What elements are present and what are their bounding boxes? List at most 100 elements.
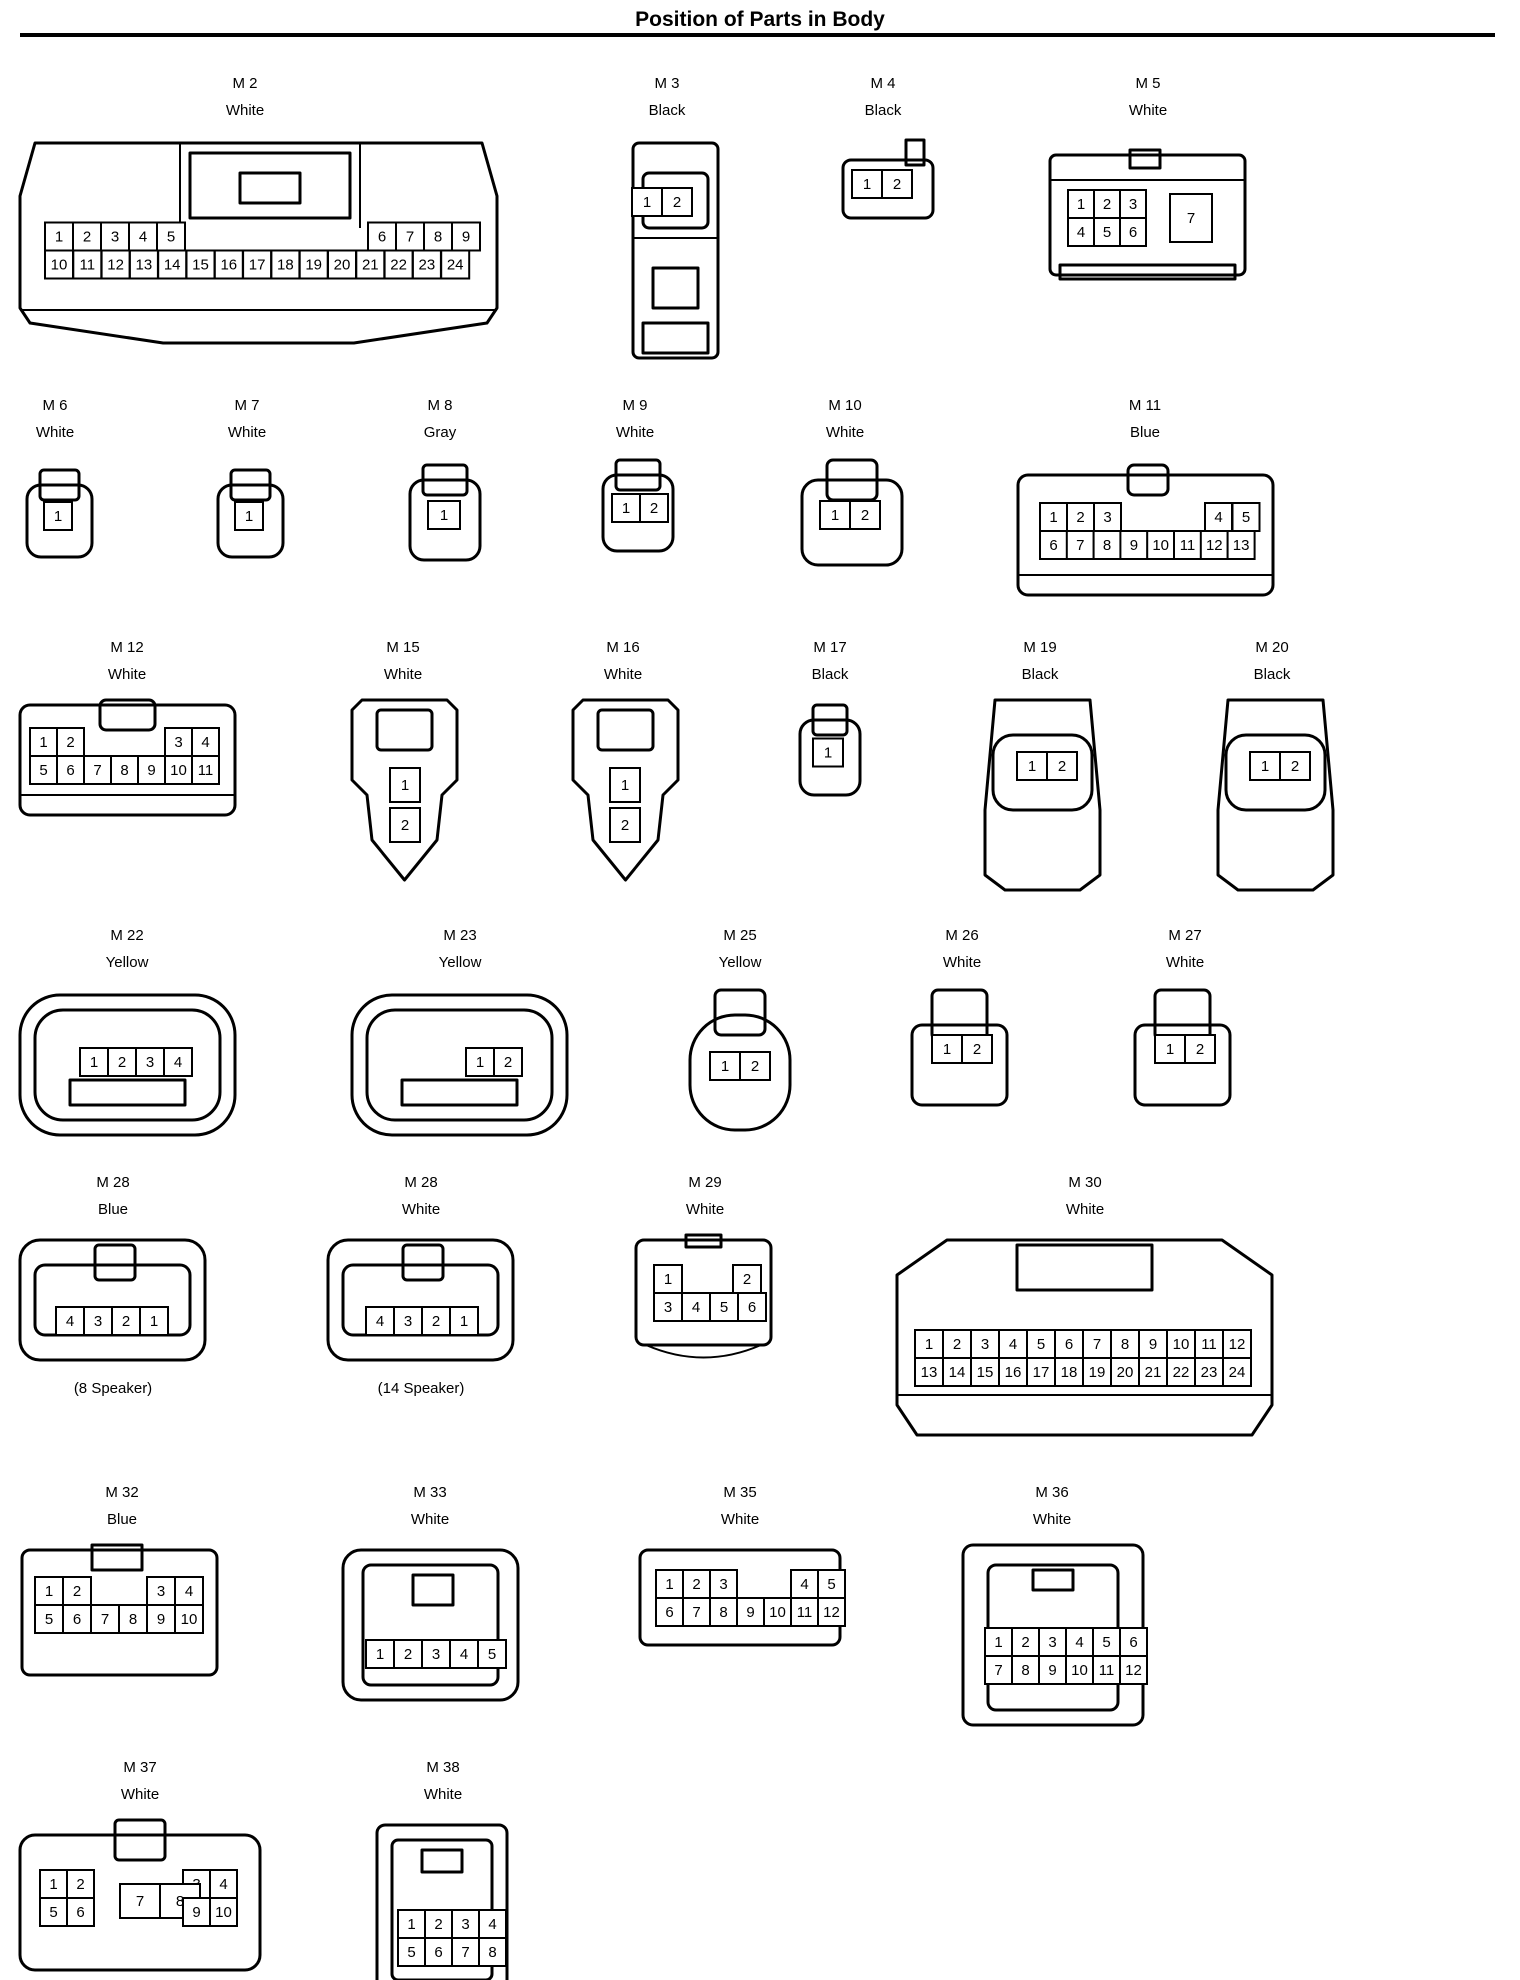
pin-number: 5 bbox=[167, 229, 175, 246]
pin-cell: 7 bbox=[395, 221, 425, 252]
pin-number: 19 bbox=[1089, 1364, 1106, 1381]
pin-cell: 1 bbox=[449, 1306, 479, 1336]
pin-cell: 11 bbox=[1092, 1655, 1121, 1685]
connector-color: White bbox=[411, 1511, 449, 1528]
pin-number: 10 bbox=[1152, 537, 1169, 554]
pin-number: 8 bbox=[129, 1611, 137, 1628]
connector-color: White bbox=[226, 102, 264, 119]
connector-body bbox=[634, 1233, 773, 1359]
pin-number: 1 bbox=[150, 1313, 158, 1330]
pin-number: 3 bbox=[664, 1299, 672, 1316]
pin-cell: 3 bbox=[164, 727, 193, 757]
pin-number: 2 bbox=[1021, 1634, 1029, 1651]
pin-number: 1 bbox=[1166, 1041, 1174, 1058]
pin-cell: 1 bbox=[44, 221, 74, 252]
pin-cell: 4 bbox=[1204, 502, 1233, 532]
pin-cell: 1 bbox=[631, 187, 663, 217]
pin-number: 1 bbox=[622, 500, 630, 517]
pin-number: 4 bbox=[1009, 1336, 1017, 1353]
pin-number: 4 bbox=[1077, 224, 1085, 241]
pin-number: 6 bbox=[748, 1299, 756, 1316]
connector-id: M 16 bbox=[606, 639, 639, 656]
pin-cell: 3 bbox=[1119, 189, 1147, 219]
pin-cell: 19 bbox=[298, 249, 329, 280]
pin-cell: 8 bbox=[709, 1597, 738, 1627]
pin-cell: 3 bbox=[393, 1306, 423, 1336]
pin-cell: 23 bbox=[411, 249, 442, 280]
connector-id: M 27 bbox=[1168, 927, 1201, 944]
pin-cell: 1 bbox=[427, 500, 461, 530]
pin-number: 2 bbox=[404, 1646, 412, 1663]
pin-cell: 5 bbox=[1026, 1329, 1056, 1359]
pin-cell: 2 bbox=[107, 1047, 137, 1077]
pin-number: 2 bbox=[1058, 758, 1066, 775]
connector-color: Black bbox=[649, 102, 686, 119]
pin-cell: 1 bbox=[611, 493, 641, 523]
pin-cell: 1 bbox=[39, 1869, 68, 1899]
pin-cell: 3 bbox=[135, 1047, 165, 1077]
pin-cell: 4 bbox=[174, 1576, 204, 1606]
pin-cell: 10 bbox=[1146, 530, 1176, 560]
connector-body bbox=[25, 468, 94, 559]
pin-number: 24 bbox=[1229, 1364, 1246, 1381]
connector-id: M 11 bbox=[1129, 397, 1161, 414]
connector-body bbox=[326, 1238, 515, 1362]
pin-cell: 21 bbox=[1138, 1357, 1168, 1387]
pin-number: 7 bbox=[994, 1662, 1002, 1679]
pin-cell: 12 bbox=[100, 249, 131, 280]
pin-number: 21 bbox=[362, 257, 379, 274]
pin-number: 2 bbox=[1076, 509, 1084, 526]
pin-cell: 7 bbox=[1065, 530, 1095, 560]
pin-number: 8 bbox=[1103, 537, 1111, 554]
pin-cell: 11 bbox=[1173, 530, 1202, 560]
pin-cell: 1 bbox=[609, 767, 641, 803]
pin-cell: 9 bbox=[1119, 530, 1149, 560]
pin-cell: 2 bbox=[609, 807, 641, 843]
pin-number: 19 bbox=[305, 257, 322, 274]
pin-number: 9 bbox=[1130, 537, 1138, 554]
connector-body bbox=[216, 468, 285, 559]
pin-cell: 11 bbox=[1194, 1329, 1224, 1359]
pin-cell: 20 bbox=[1110, 1357, 1140, 1387]
pin-number: 9 bbox=[462, 229, 470, 246]
pin-number: 6 bbox=[76, 1904, 84, 1921]
pin-number: 4 bbox=[139, 229, 147, 246]
connector-note: (8 Speaker) bbox=[74, 1380, 152, 1397]
pin-number: 14 bbox=[164, 257, 181, 274]
pin-cell: 16 bbox=[213, 249, 244, 280]
pin-number: 1 bbox=[1049, 509, 1057, 526]
pin-cell: 21 bbox=[355, 249, 386, 280]
connector-color: White bbox=[1033, 1511, 1071, 1528]
pin-number: 6 bbox=[66, 762, 74, 779]
connector-body bbox=[18, 1238, 207, 1362]
pin-number: 13 bbox=[921, 1364, 938, 1381]
pin-number: 6 bbox=[1065, 1336, 1073, 1353]
pin-cell: 3 bbox=[451, 1909, 480, 1939]
pin-number: 6 bbox=[378, 229, 386, 246]
pin-number: 7 bbox=[406, 229, 414, 246]
connector-body bbox=[841, 138, 935, 220]
pin-cell: 13 bbox=[914, 1357, 944, 1387]
pin-number: 12 bbox=[1125, 1662, 1142, 1679]
pin-number: 2 bbox=[692, 1576, 700, 1593]
connector-color: White bbox=[384, 666, 422, 683]
pin-cell: 3 bbox=[1093, 502, 1122, 532]
pin-number: 10 bbox=[1071, 1662, 1088, 1679]
pin-cell: 2 bbox=[849, 500, 881, 530]
pin-number: 17 bbox=[1033, 1364, 1050, 1381]
pin-number: 10 bbox=[181, 1611, 198, 1628]
connector-body bbox=[688, 988, 792, 1132]
pin-number: 16 bbox=[1005, 1364, 1022, 1381]
pin-cell: 11 bbox=[191, 755, 220, 785]
pin-cell: 1 bbox=[709, 1051, 741, 1081]
pin-number: 2 bbox=[66, 734, 74, 751]
pin-number: 12 bbox=[1206, 537, 1223, 554]
